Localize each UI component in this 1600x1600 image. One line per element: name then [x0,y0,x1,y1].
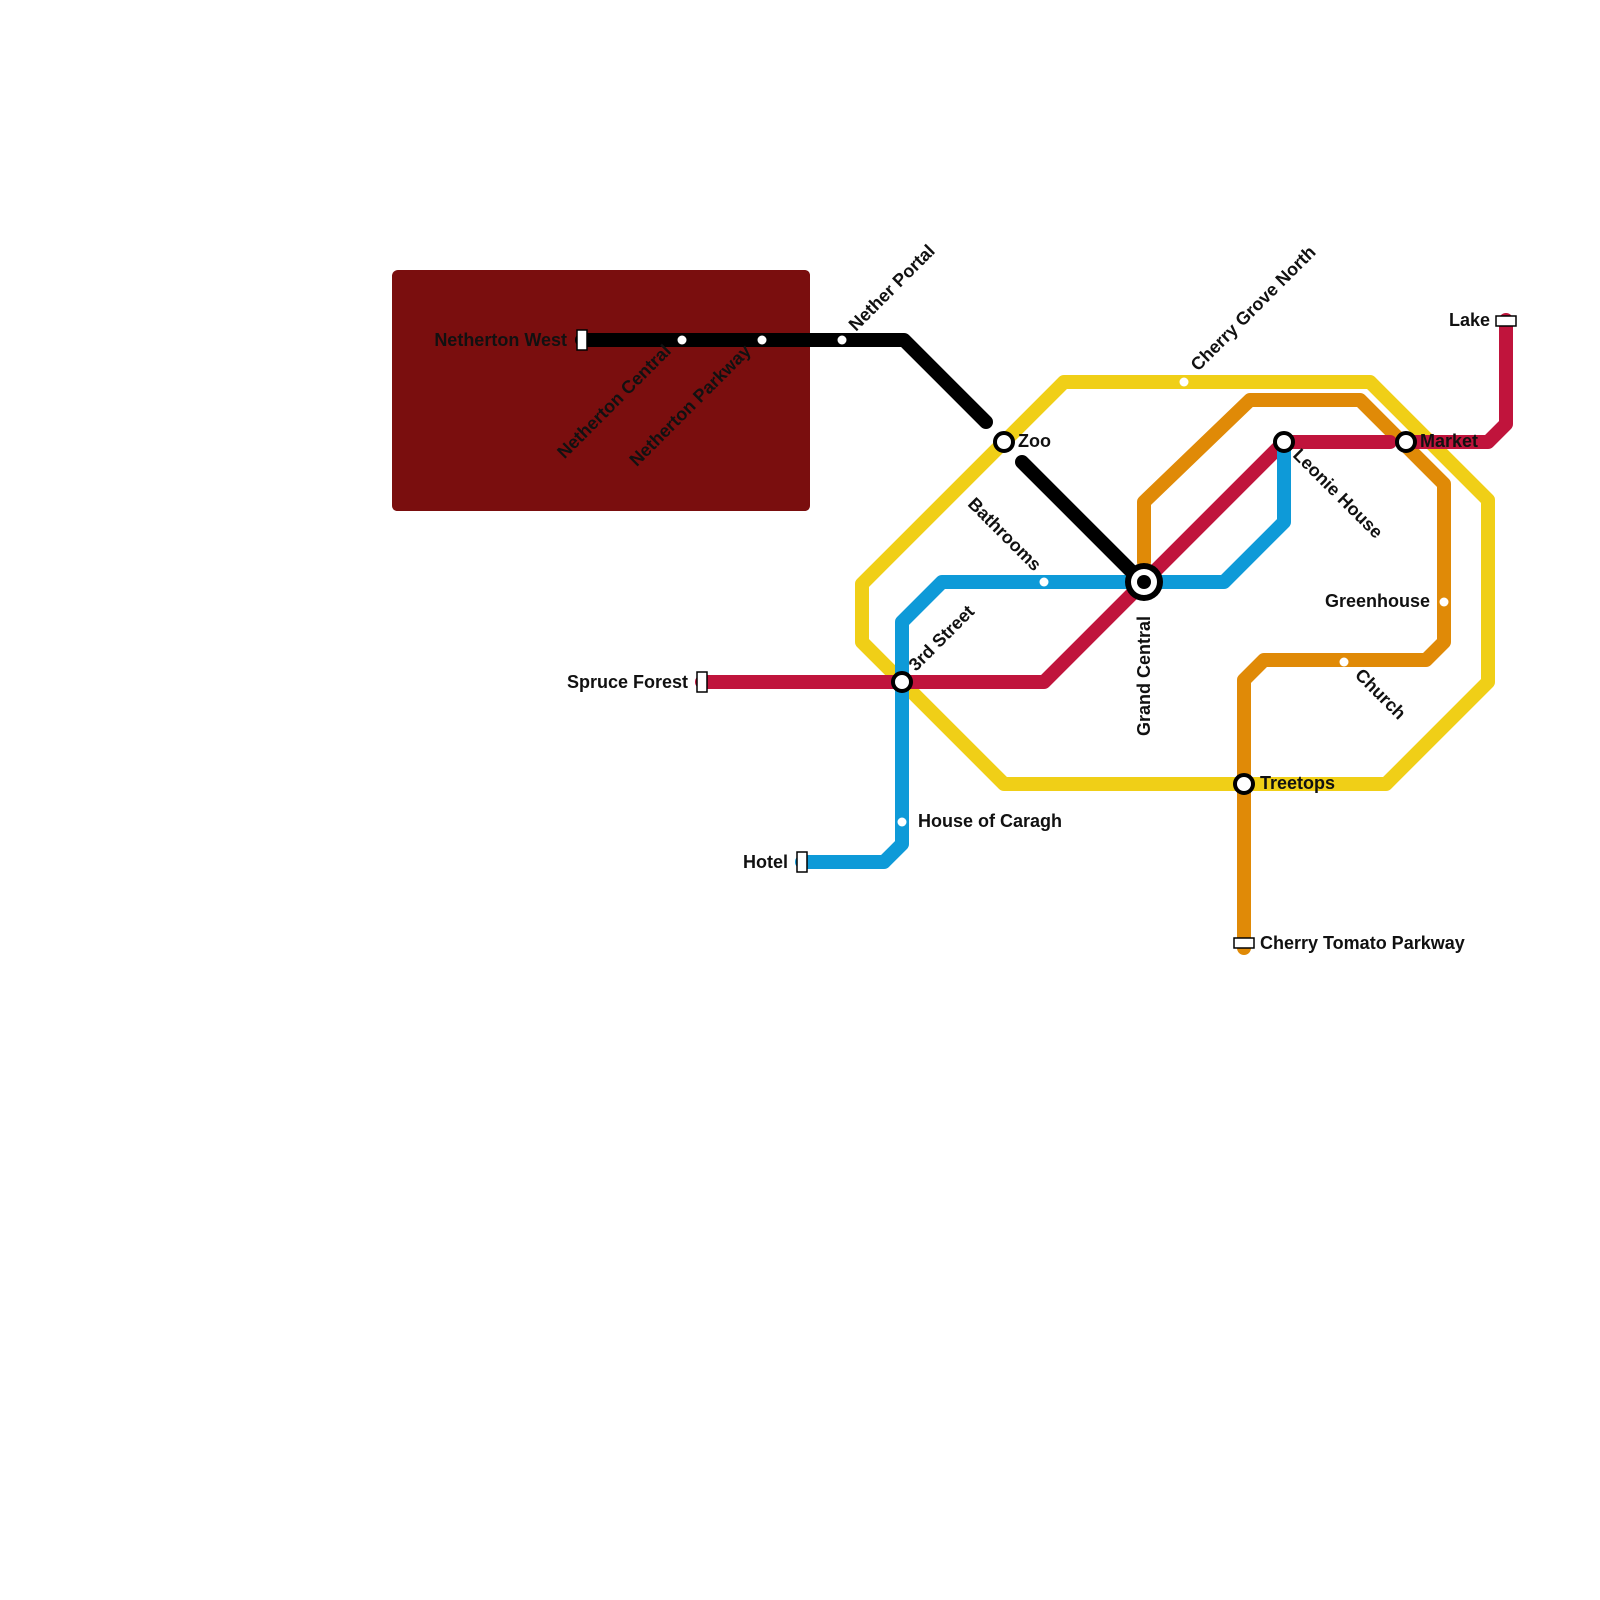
station-dot-house-of-caragh[interactable] [897,817,907,827]
label-bathrooms: Bathrooms [964,494,1045,575]
area-block-main [392,270,810,511]
label-cherry-grove-north: Cherry Grove North [1187,242,1320,375]
label-netherton-west: Netherton West [434,330,567,350]
label-leonie-house: Leonie House [1289,445,1387,543]
station-dot-greenhouse[interactable] [1439,597,1449,607]
station-dot-cherry-grove-north[interactable] [1179,377,1189,387]
label-market: Market [1420,431,1478,451]
station-zoo[interactable] [993,431,1015,453]
terminus-cherry-tomato-parkway[interactable] [1233,937,1255,949]
terminus-hotel[interactable] [796,851,808,873]
line-red-east[interactable] [1405,313,1513,449]
line-blue[interactable] [795,435,1291,869]
station-3rd-street[interactable] [891,671,913,693]
station-dot-netherton-parkway[interactable] [757,335,767,345]
label-zoo: Zoo [1018,431,1051,451]
line-black[interactable] [575,333,993,429]
station-dot-church[interactable] [1339,657,1349,667]
line-black-south[interactable] [1015,455,1137,577]
label-hotel: Hotel [743,852,788,872]
label-church: Church [1351,665,1410,724]
label-cherry-tomato-parkway: Cherry Tomato Parkway [1260,933,1465,953]
line-yellow[interactable] [855,375,1495,791]
terminus-spruce-forest[interactable] [696,671,708,693]
terminus-lake[interactable] [1495,315,1517,327]
station-treetops[interactable] [1233,773,1255,795]
line-orange[interactable] [1137,393,1451,955]
station-dot-netherton-central[interactable] [677,335,687,345]
station-dot-bathrooms[interactable] [1039,577,1049,587]
station-market[interactable] [1395,431,1417,453]
label-greenhouse: Greenhouse [1325,591,1430,611]
station-grand-central[interactable] [1125,563,1163,601]
label-spruce-forest: Spruce Forest [567,672,688,692]
label-lake: Lake [1449,310,1490,330]
label-nether-portal: Nether Portal [845,241,939,335]
label-house-of-caragh: House of Caragh [918,811,1062,831]
station-dot-nether-portal[interactable] [837,335,847,345]
station-leonie-house[interactable] [1273,431,1295,453]
label-grand-central: Grand Central [1134,616,1154,736]
terminus-netherton-west[interactable] [576,329,588,351]
label-treetops: Treetops [1260,773,1335,793]
